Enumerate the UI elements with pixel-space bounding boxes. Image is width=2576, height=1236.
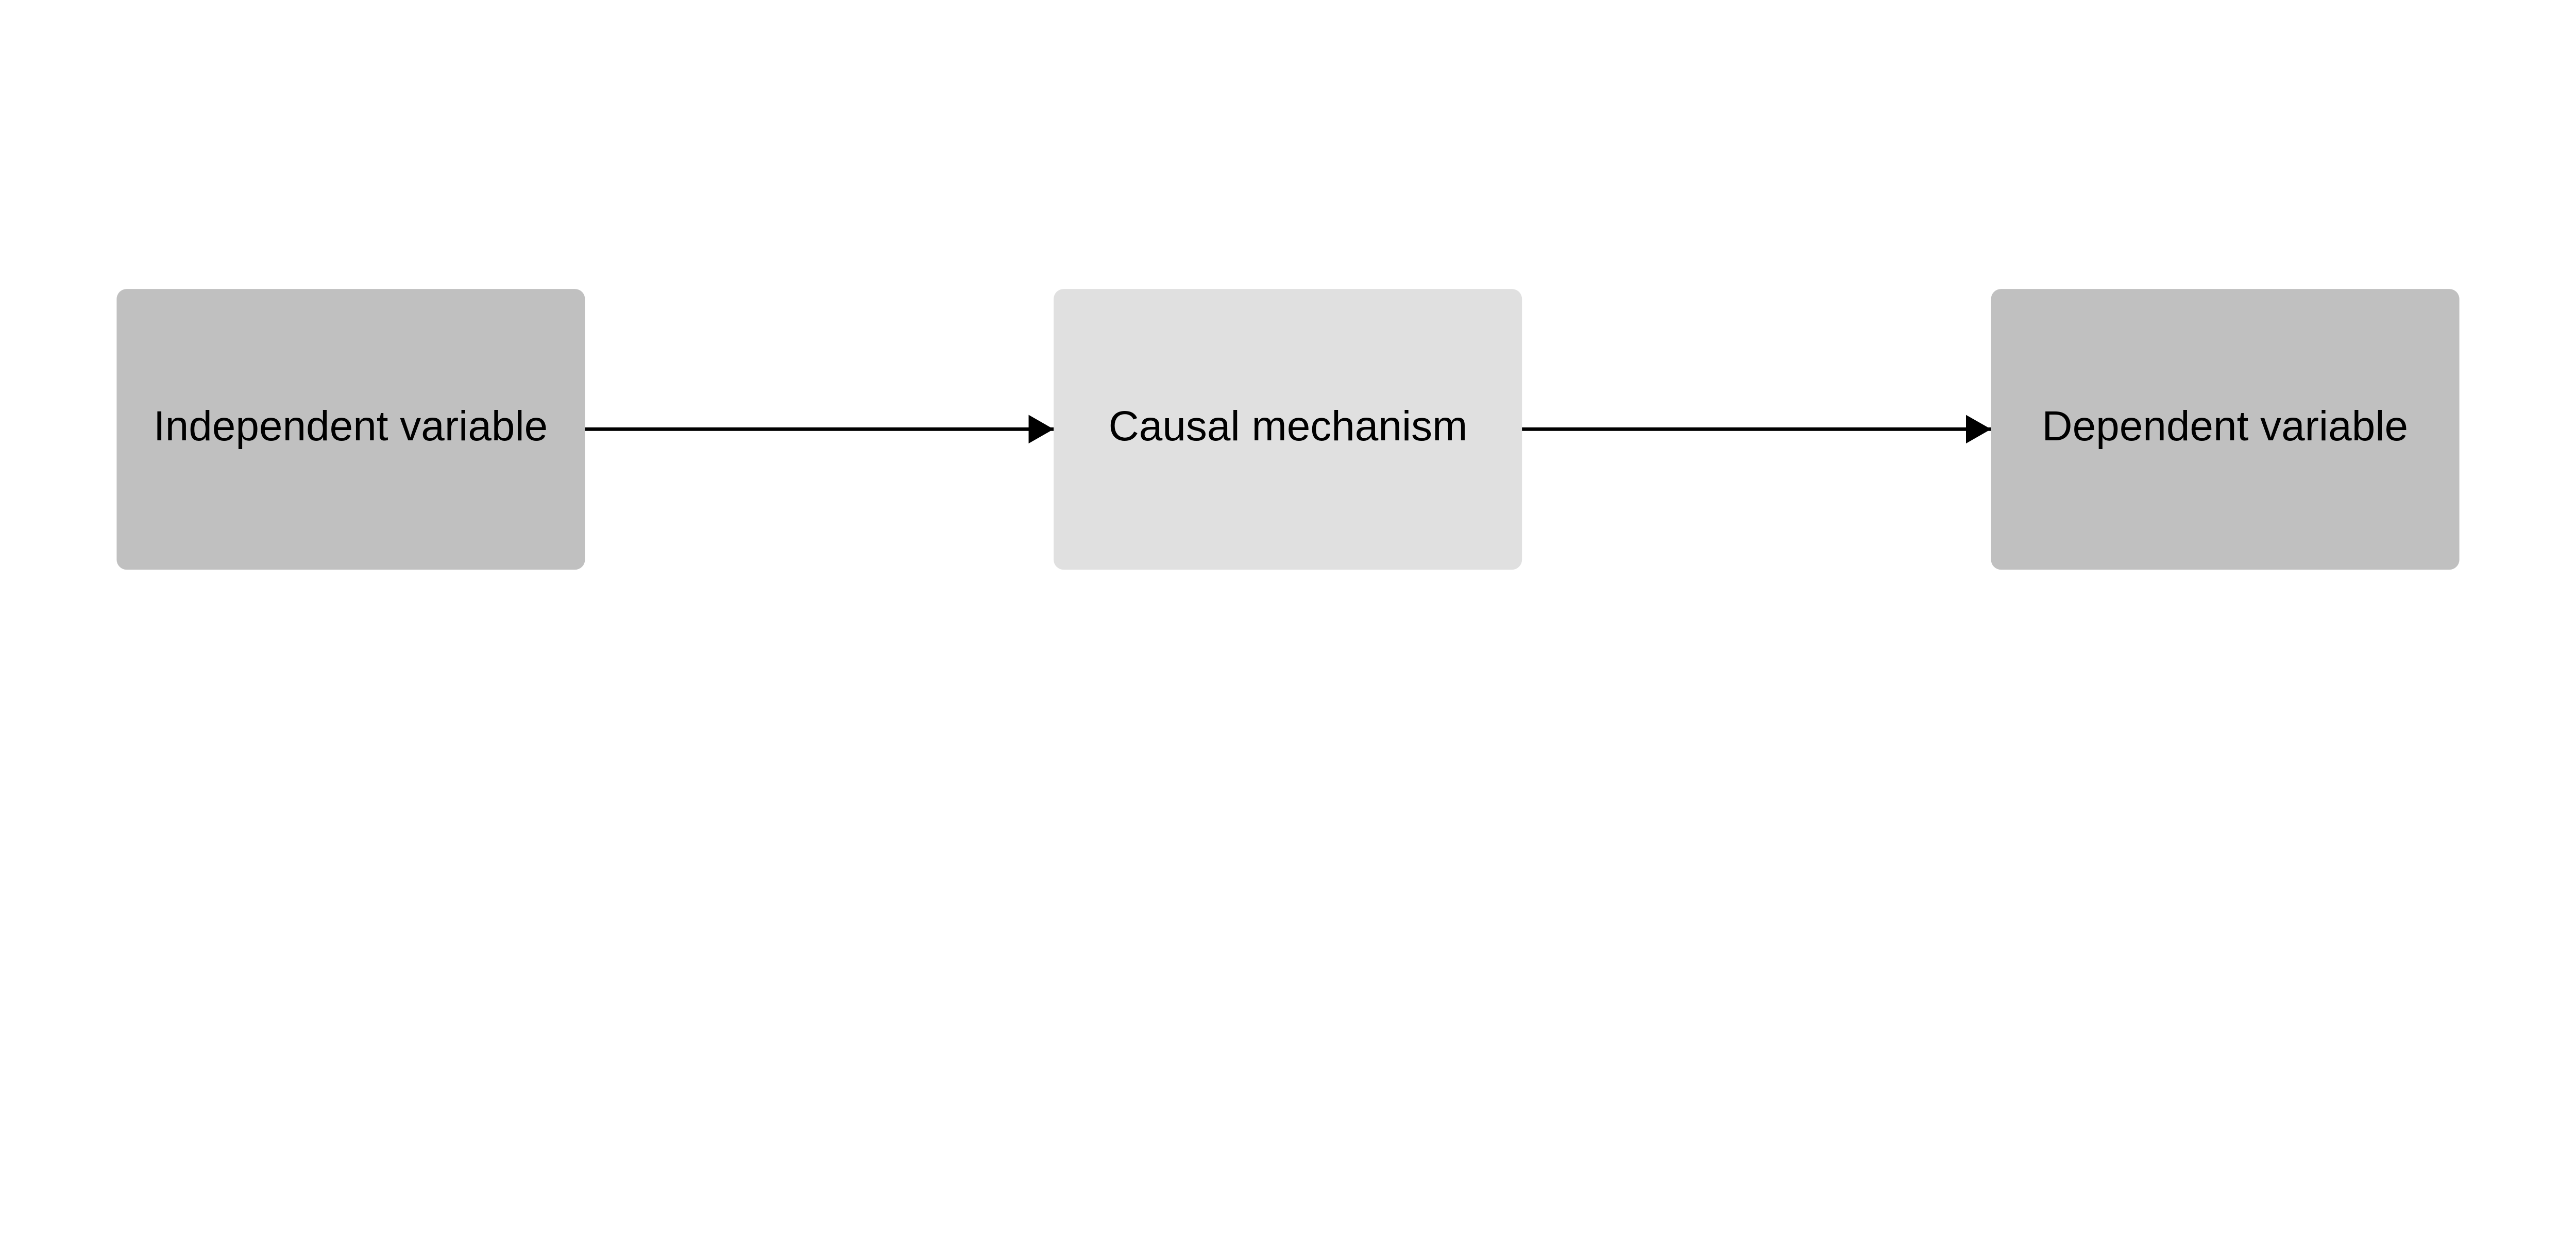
- node-label: Causal mechanism: [1109, 403, 1468, 450]
- node-box: [116, 289, 585, 570]
- node-dependent-variable: Dependent variable: [1991, 289, 2460, 570]
- node-box: [1054, 289, 1522, 570]
- node-independent-variable: Independent variable: [116, 289, 585, 570]
- node-box: [1991, 289, 2460, 570]
- node-label: Dependent variable: [2042, 403, 2408, 450]
- causal-diagram: Independent variable Causal mechanism De…: [116, 289, 2460, 570]
- node-label: Independent variable: [154, 403, 548, 450]
- node-causal-mechanism: Causal mechanism: [1054, 289, 1522, 570]
